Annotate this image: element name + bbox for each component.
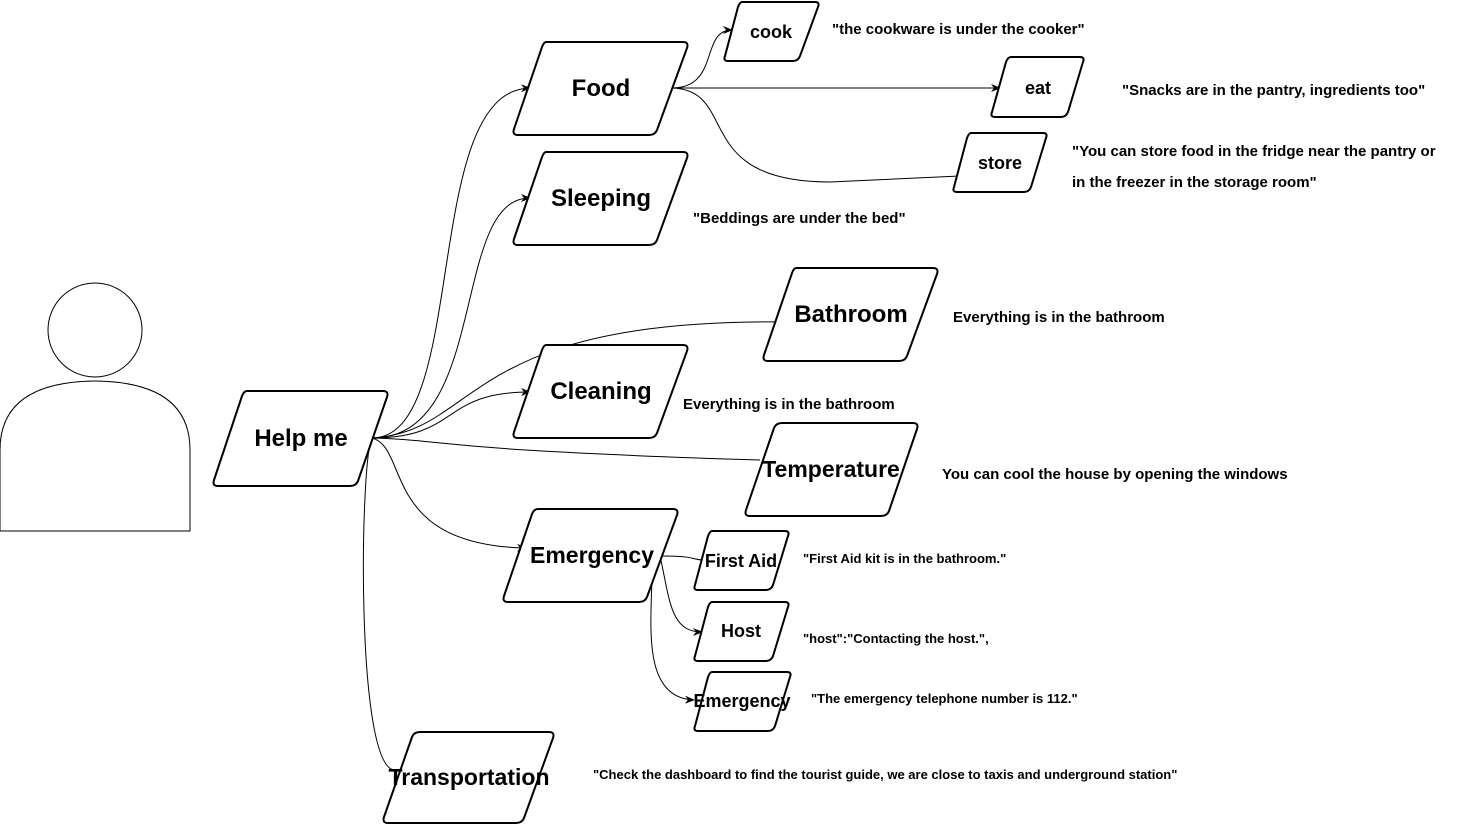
edge-helpme-emergency [371, 437, 527, 552]
node-sleeping-label: Sleeping [551, 185, 651, 212]
node-help-me[interactable]: Help me [212, 390, 389, 487]
note-store-line1: "You can store food in the fridge near t… [1072, 143, 1436, 160]
edge-emergency-host [659, 555, 703, 636]
edge-helpme-food [371, 84, 531, 439]
node-transportation-label: Transportation [388, 764, 549, 790]
edge-helpme-temperature [371, 437, 761, 461]
edge-food-store [671, 87, 961, 183]
note-temperature: You can cool the house by opening the wi… [942, 466, 1288, 483]
edges [362, 26, 1001, 771]
note-transportation: "Check the dashboard to find the tourist… [593, 767, 1177, 782]
node-temperature[interactable]: Temperature [744, 422, 919, 517]
node-cook[interactable]: cook [723, 1, 820, 62]
node-transportation[interactable]: Transportation [382, 731, 555, 824]
note-cleaning: Everything is in the bathroom [683, 396, 895, 413]
note-store-line2: in the freezer in the storage room" [1072, 174, 1317, 191]
note-cook: "the cookware is under the cooker" [832, 21, 1085, 38]
node-bathroom-label: Bathroom [794, 301, 907, 328]
edge-food-cook [671, 26, 733, 89]
node-host[interactable]: Host [693, 601, 790, 662]
note-host: "host":"Contacting the host.", [803, 631, 989, 646]
node-host-label: Host [721, 621, 761, 641]
node-bathroom[interactable]: Bathroom [762, 267, 939, 362]
node-first-aid-label: First Aid [705, 551, 777, 571]
note-bathroom: Everything is in the bathroom [953, 309, 1165, 326]
note-first-aid: "First Aid kit is in the bathroom." [803, 551, 1006, 566]
node-food-label: Food [572, 75, 631, 102]
node-cook-label: cook [750, 22, 793, 42]
node-help-me-label: Help me [254, 425, 347, 452]
note-sleeping: "Beddings are under the bed" [693, 210, 906, 227]
node-eat[interactable]: eat [990, 56, 1085, 118]
node-cleaning-label: Cleaning [550, 378, 651, 405]
edge-helpme-bathroom [371, 317, 787, 439]
node-eat-label: eat [1025, 78, 1051, 98]
edge-emergency-firstaid [659, 555, 705, 561]
edge-helpme-cleaning [371, 388, 531, 439]
node-emergency-call-label: Emergency [693, 691, 790, 711]
node-food[interactable]: Food [512, 41, 689, 136]
node-emergency[interactable]: Emergency [502, 508, 679, 603]
node-emergency-call[interactable]: Emergency [693, 671, 792, 732]
node-cleaning[interactable]: Cleaning [512, 344, 689, 439]
note-eat: "Snacks are in the pantry, ingredients t… [1122, 82, 1425, 99]
node-first-aid[interactable]: First Aid [693, 530, 790, 591]
edge-helpme-sleeping [371, 194, 531, 439]
edge-emergency-emergency [650, 569, 695, 704]
note-emergency-call: "The emergency telephone number is 112." [811, 691, 1078, 706]
node-emergency-label: Emergency [530, 542, 654, 568]
edge-helpme-transportation [362, 437, 396, 771]
node-store[interactable]: store [952, 132, 1048, 193]
node-store-label: store [978, 153, 1022, 173]
node-temperature-label: Temperature [762, 456, 900, 482]
user-icon [0, 282, 191, 532]
node-sleeping[interactable]: Sleeping [512, 151, 689, 246]
